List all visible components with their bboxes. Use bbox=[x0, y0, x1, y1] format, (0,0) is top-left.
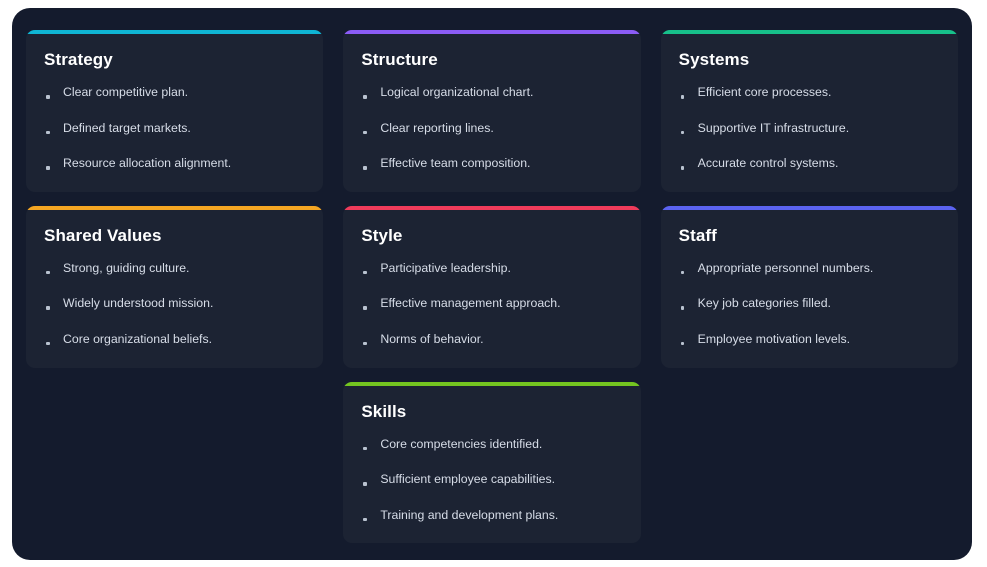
card-list-systems: Efficient core processes. Supportive IT … bbox=[679, 84, 940, 172]
list-item-label: Accurate control systems. bbox=[697, 156, 839, 171]
list-item-label: Core organizational beliefs. bbox=[63, 331, 213, 346]
bullet-icon bbox=[680, 341, 685, 346]
bullet-icon bbox=[363, 341, 367, 346]
bullet-icon bbox=[363, 95, 367, 99]
card-title-shared-values: Shared Values bbox=[44, 225, 162, 245]
framework-container: Strategy Clear competitive plan. Defined… bbox=[12, 8, 972, 560]
list-item: Efficient core processes. bbox=[679, 84, 940, 101]
bullet-icon bbox=[363, 306, 367, 310]
card-accent-bar-structure bbox=[343, 30, 641, 34]
bullet-icon bbox=[46, 270, 50, 275]
list-item: Employee motivation levels. bbox=[679, 331, 940, 348]
card-accent-bar-style bbox=[343, 205, 641, 210]
bullet-icon bbox=[680, 270, 685, 275]
list-item-label: Effective team composition. bbox=[380, 156, 531, 171]
list-item-label: Participative leadership. bbox=[380, 260, 511, 275]
list-item-label: Effective management approach. bbox=[380, 296, 561, 311]
list-item: Widely understood mission. bbox=[44, 295, 305, 312]
card-accent-bar-systems bbox=[660, 30, 958, 34]
card-title-systems: Systems bbox=[678, 50, 750, 69]
list-item-label: Clear reporting lines. bbox=[380, 120, 494, 135]
card-accent-bar-shared-values bbox=[26, 205, 324, 210]
bullet-icon bbox=[680, 306, 685, 310]
list-item-label: Resource allocation alignment. bbox=[63, 156, 232, 171]
card-accent-bar-skills bbox=[343, 381, 641, 386]
bullet-icon bbox=[680, 130, 685, 135]
list-item: Appropriate personnel numbers. bbox=[679, 260, 940, 277]
list-item: Clear reporting lines. bbox=[361, 120, 622, 137]
bullet-icon bbox=[680, 95, 685, 99]
card-list-style: Participative leadership. Effective mana… bbox=[361, 260, 622, 348]
card-staff[interactable]: Staff Appropriate personnel numbers. Key… bbox=[660, 205, 958, 368]
card-list-skills: Core competencies identified. Sufficient… bbox=[361, 436, 622, 524]
card-title-style: Style bbox=[361, 225, 403, 245]
bullet-icon bbox=[363, 517, 367, 522]
list-item: Clear competitive plan. bbox=[44, 84, 305, 101]
card-title-strategy: Strategy bbox=[44, 50, 113, 69]
list-item: Logical organizational chart. bbox=[361, 84, 622, 101]
list-item: Training and development plans. bbox=[361, 507, 622, 524]
bullet-icon bbox=[680, 166, 685, 170]
card-accent-bar-strategy bbox=[26, 30, 324, 34]
list-item-label: Defined target markets. bbox=[63, 120, 191, 135]
list-item-label: Clear competitive plan. bbox=[63, 85, 189, 99]
bullet-icon bbox=[46, 341, 50, 346]
list-item: Norms of behavior. bbox=[361, 331, 622, 348]
list-item-label: Widely understood mission. bbox=[63, 296, 214, 311]
card-list-strategy: Clear competitive plan. Defined target m… bbox=[44, 84, 305, 172]
card-structure[interactable]: Structure Logical organizational chart. … bbox=[343, 30, 641, 192]
list-item: Core organizational beliefs. bbox=[44, 331, 305, 348]
card-shared-values[interactable]: Shared Values Strong, guiding culture. W… bbox=[26, 205, 324, 368]
bullet-icon bbox=[46, 95, 50, 99]
bullet-icon bbox=[46, 130, 50, 135]
list-item-label: Sufficient employee capabilities. bbox=[380, 472, 556, 487]
list-item: Participative leadership. bbox=[361, 260, 622, 277]
card-accent-bar-staff bbox=[660, 205, 958, 210]
list-item-label: Key job categories filled. bbox=[697, 296, 831, 311]
card-skills[interactable]: Skills Core competencies identified. Suf… bbox=[343, 381, 641, 544]
bullet-icon bbox=[363, 482, 367, 486]
bullet-icon bbox=[46, 306, 50, 310]
card-style[interactable]: Style Participative leadership. Effectiv… bbox=[343, 205, 641, 368]
list-item: Sufficient employee capabilities. bbox=[361, 471, 622, 488]
framework-card-grid: Strategy Clear competitive plan. Defined… bbox=[26, 30, 958, 544]
list-item-label: Appropriate personnel numbers. bbox=[697, 260, 874, 275]
list-item: Effective management approach. bbox=[361, 295, 622, 312]
list-item: Resource allocation alignment. bbox=[44, 155, 305, 172]
list-item-label: Strong, guiding culture. bbox=[63, 260, 190, 275]
list-item: Defined target markets. bbox=[44, 120, 305, 137]
list-item-label: Efficient core processes. bbox=[697, 85, 832, 99]
card-list-structure: Logical organizational chart. Clear repo… bbox=[361, 84, 622, 172]
list-item: Supportive IT infrastructure. bbox=[679, 120, 940, 137]
card-title-skills: Skills bbox=[361, 401, 407, 421]
bullet-icon bbox=[363, 130, 367, 135]
list-item-label: Training and development plans. bbox=[380, 507, 559, 522]
list-item: Accurate control systems. bbox=[679, 155, 940, 172]
card-list-shared-values: Strong, guiding culture. Widely understo… bbox=[44, 260, 305, 348]
list-item-label: Logical organizational chart. bbox=[380, 85, 534, 99]
list-item-label: Core competencies identified. bbox=[380, 436, 543, 451]
card-systems[interactable]: Systems Efficient core processes. Suppor… bbox=[660, 30, 958, 192]
card-title-staff: Staff bbox=[678, 225, 717, 245]
card-title-structure: Structure bbox=[361, 50, 438, 69]
list-item-label: Supportive IT infrastructure. bbox=[697, 120, 850, 135]
list-item: Key job categories filled. bbox=[679, 295, 940, 312]
list-item: Effective team composition. bbox=[361, 155, 622, 172]
list-item-label: Employee motivation levels. bbox=[697, 331, 851, 346]
bullet-icon bbox=[46, 166, 50, 170]
bullet-icon bbox=[363, 446, 367, 451]
list-item: Core competencies identified. bbox=[361, 436, 622, 453]
card-list-staff: Appropriate personnel numbers. Key job c… bbox=[679, 260, 940, 348]
bullet-icon bbox=[363, 270, 367, 275]
bullet-icon bbox=[363, 166, 367, 170]
list-item-label: Norms of behavior. bbox=[380, 331, 484, 346]
list-item: Strong, guiding culture. bbox=[44, 260, 305, 277]
card-strategy[interactable]: Strategy Clear competitive plan. Defined… bbox=[26, 30, 324, 192]
